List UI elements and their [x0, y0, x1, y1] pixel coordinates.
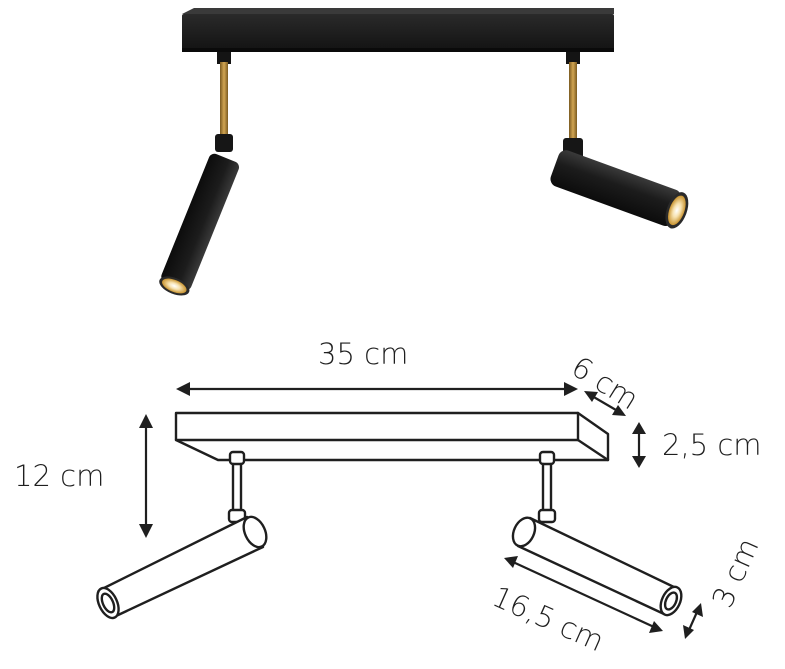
arrow-spot-length: [504, 556, 663, 633]
arrow-width: [176, 382, 578, 396]
photo-left-spot: [159, 52, 240, 296]
photo-right-spot: [550, 52, 689, 229]
arrow-depth: [584, 391, 626, 416]
arrow-total-height: [139, 414, 153, 538]
drawing-right-spot: [511, 450, 683, 617]
label-total-height: 12 cm: [14, 459, 105, 493]
arrow-spot-diameter: [683, 603, 703, 639]
drawing-left-spot: [96, 450, 268, 620]
label-width: 35 cm: [318, 337, 409, 371]
drawing-ceiling-bar: [174, 411, 610, 462]
photo-ceiling-bar: [182, 8, 614, 52]
arrow-bar-height: [632, 422, 646, 468]
label-bar-height: 2,5 cm: [662, 428, 762, 462]
